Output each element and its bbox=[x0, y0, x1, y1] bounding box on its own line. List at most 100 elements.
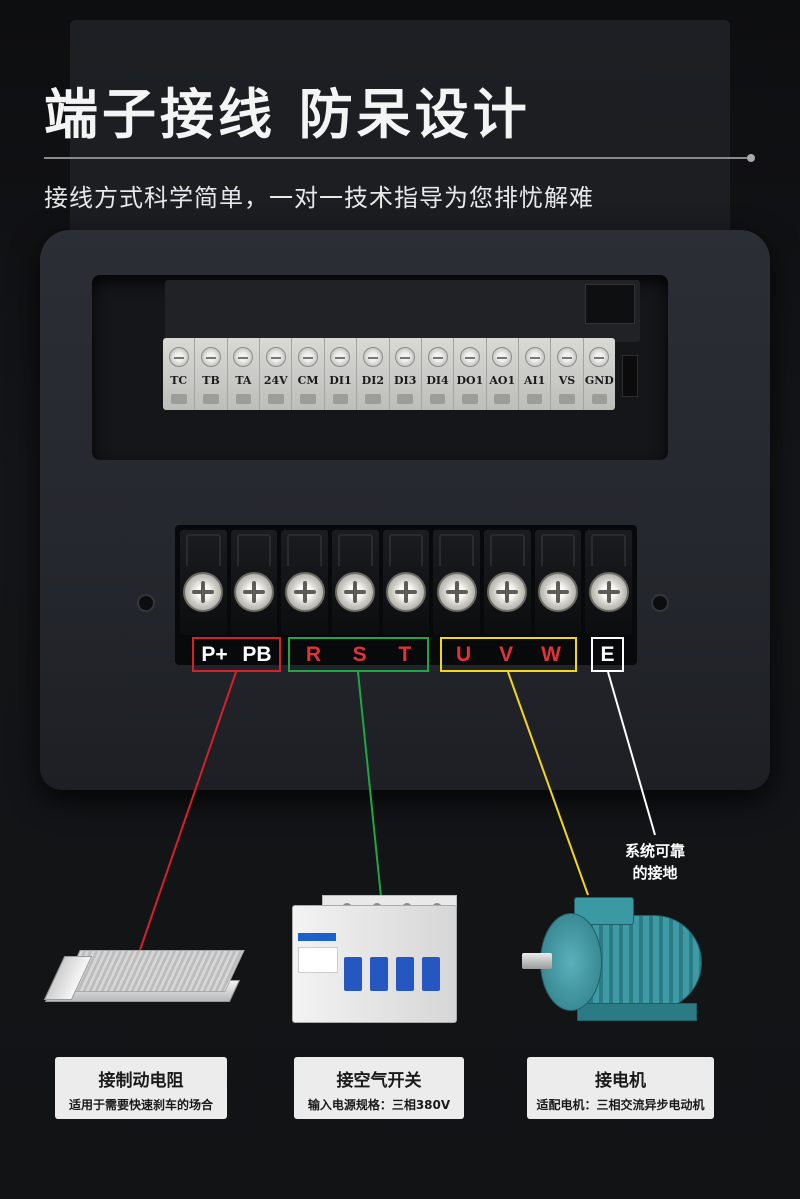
caption-motor: 接电机 适配电机：三相交流异步电动机 bbox=[527, 1057, 714, 1119]
grounding-note-line1: 系统可靠 bbox=[624, 842, 685, 860]
signal-terminal: DI2 bbox=[357, 338, 390, 410]
terminal-screw-icon bbox=[524, 347, 545, 367]
wire-slot bbox=[494, 394, 511, 404]
power-terminal bbox=[332, 530, 379, 635]
power-terminal bbox=[534, 530, 582, 635]
signal-terminal-label: TB bbox=[202, 374, 220, 387]
signal-terminal-label: 24V bbox=[263, 374, 288, 387]
wire-slot bbox=[203, 394, 219, 404]
grounding-note: 系统可靠 的接地 bbox=[600, 840, 710, 884]
signal-terminal: AO1 bbox=[487, 338, 519, 410]
caption-subtitle: 适配电机：三相交流异步电动机 bbox=[536, 1098, 705, 1112]
wire-slot bbox=[267, 394, 284, 404]
wire-slot bbox=[364, 394, 381, 404]
terminal-screw-icon bbox=[362, 347, 383, 367]
mount-hole-right bbox=[651, 594, 669, 612]
wire-slot bbox=[170, 394, 187, 404]
signal-terminal: GND bbox=[584, 338, 615, 410]
signal-terminal: DO1 bbox=[454, 338, 487, 410]
terminal-label-p-plus: P+ bbox=[201, 642, 228, 666]
motor-terminal-labels: U V W bbox=[440, 637, 577, 672]
input-terminal-labels: R S T bbox=[288, 637, 429, 672]
signal-terminal-label: GND bbox=[584, 374, 614, 387]
terminal-screw-icon bbox=[589, 347, 610, 367]
signal-terminal: 24V bbox=[260, 338, 293, 410]
signal-terminal: CM bbox=[292, 338, 325, 410]
wire-slot bbox=[591, 394, 608, 404]
terminal-screw-icon bbox=[265, 347, 286, 367]
terminal-screw-icon bbox=[492, 347, 513, 367]
motor-wire bbox=[507, 671, 589, 896]
terminal-screw-icon bbox=[386, 572, 427, 612]
wire-slot bbox=[429, 394, 446, 404]
control-board bbox=[165, 280, 640, 342]
signal-terminal-label: VS bbox=[558, 374, 576, 387]
signal-terminal-label: DI3 bbox=[394, 374, 417, 387]
terminal-screw-icon bbox=[335, 572, 376, 612]
signal-terminal-label: DO1 bbox=[456, 374, 484, 387]
terminal-screw-icon bbox=[427, 347, 448, 367]
motor-image bbox=[522, 895, 712, 1030]
brake-wire bbox=[139, 671, 237, 951]
terminal-screw-icon bbox=[538, 572, 579, 612]
terminal-label-pb: PB bbox=[242, 642, 272, 666]
caption-air-switch: 接空气开关 输入电源规格：三相380V bbox=[294, 1057, 464, 1119]
signal-terminal: AI1 bbox=[519, 338, 552, 410]
terminal-screw-icon bbox=[487, 572, 528, 612]
signal-terminal: DI3 bbox=[390, 338, 422, 410]
power-terminal bbox=[281, 530, 329, 635]
wire-slot bbox=[397, 394, 414, 404]
signal-terminal: DI4 bbox=[422, 338, 455, 410]
mount-hole-left bbox=[137, 594, 155, 612]
terminal-screw-icon bbox=[588, 572, 629, 612]
wire-slot bbox=[526, 394, 543, 404]
brake-terminal-labels: P+ PB bbox=[192, 637, 281, 672]
caption-title: 接电机 bbox=[595, 1071, 646, 1091]
terminal-label-t: T bbox=[398, 642, 412, 666]
terminal-screw-icon bbox=[556, 347, 577, 367]
dip-switch bbox=[622, 355, 638, 397]
air-switch-image bbox=[292, 895, 462, 1025]
ground-wire bbox=[607, 671, 656, 836]
power-terminal bbox=[382, 530, 430, 635]
wire-slot bbox=[235, 394, 252, 404]
terminal-screw-icon bbox=[284, 572, 325, 612]
power-terminal bbox=[484, 530, 531, 635]
terminal-screw-icon bbox=[168, 347, 189, 367]
terminal-label-e: E bbox=[600, 642, 615, 666]
signal-terminal-label: CM bbox=[297, 374, 319, 387]
terminal-label-u: U bbox=[455, 642, 472, 666]
board-connector bbox=[585, 284, 635, 324]
page-title: 端子接线 防呆设计 bbox=[44, 83, 531, 146]
terminal-screw-icon bbox=[395, 347, 416, 367]
page-subtitle: 接线方式科学简单，一对一技术指导为您排忧解难 bbox=[44, 184, 594, 212]
terminal-screw-icon bbox=[298, 347, 319, 367]
terminal-screw-icon bbox=[330, 347, 351, 367]
signal-terminal: TA bbox=[228, 338, 261, 410]
signal-terminal-label: TC bbox=[170, 374, 188, 387]
grounding-note-line2: 的接地 bbox=[632, 864, 678, 882]
signal-terminal: TC bbox=[163, 338, 196, 410]
wire-slot bbox=[332, 394, 349, 404]
signal-terminal-label: AO1 bbox=[489, 374, 516, 387]
terminal-screw-icon bbox=[436, 572, 477, 612]
ground-terminal-label: E bbox=[591, 637, 624, 672]
terminal-label-r: R bbox=[305, 642, 321, 666]
braking-resistor-image bbox=[43, 950, 245, 1010]
signal-terminal: DI1 bbox=[325, 338, 358, 410]
caption-brake-resistor: 接制动电阻 适用于需要快速刹车的场合 bbox=[55, 1057, 227, 1119]
title-divider bbox=[44, 157, 750, 159]
signal-terminal-label: DI2 bbox=[361, 374, 384, 387]
inverter-top-cover bbox=[70, 20, 730, 260]
signal-terminal-label: TA bbox=[235, 374, 252, 387]
signal-terminal-label: AI1 bbox=[523, 374, 546, 387]
power-terminal bbox=[585, 530, 633, 635]
terminal-screw-icon bbox=[234, 572, 274, 612]
signal-terminal-label: DI1 bbox=[329, 374, 352, 387]
signal-terminal: VS bbox=[551, 338, 584, 410]
power-terminal bbox=[230, 530, 278, 635]
caption-title: 接制动电阻 bbox=[98, 1071, 184, 1091]
signal-terminal-label: DI4 bbox=[426, 374, 449, 387]
